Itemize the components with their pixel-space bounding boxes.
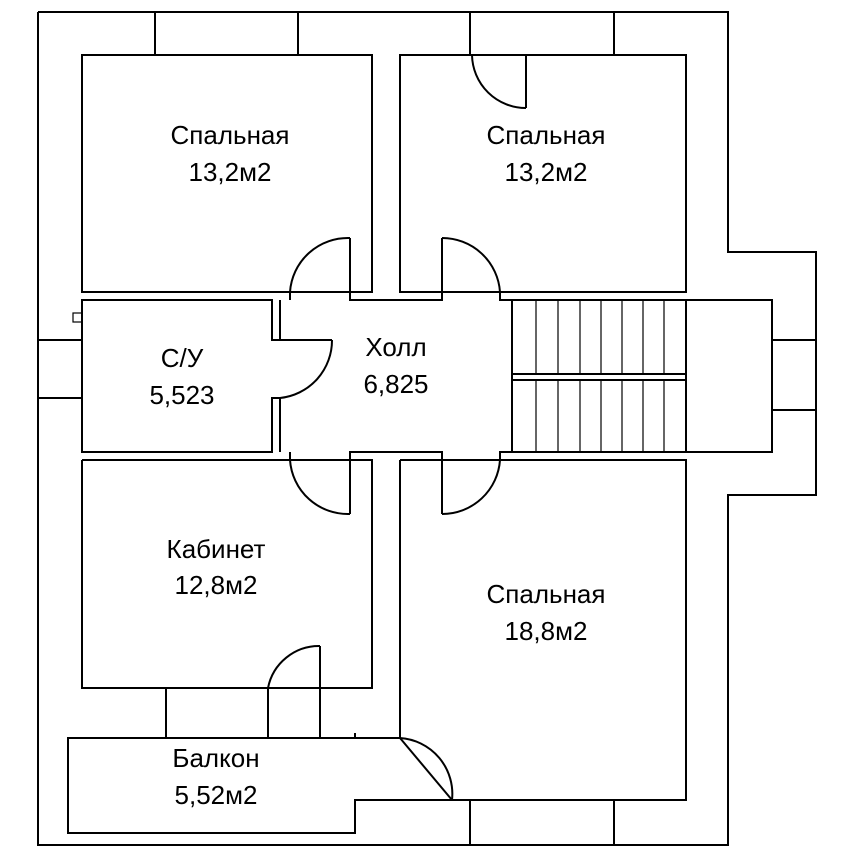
room-balcony-outline [67,737,452,834]
room-area-study: 12,8м2 [175,570,258,600]
window-top-right [469,12,615,55]
door-bedroom-bottom-right[interactable] [441,459,501,516]
door-study[interactable] [289,459,351,516]
room-study-wall [82,459,373,689]
room-name-bedroom-bottom-right: Спальная [487,579,606,609]
room-bedroom-top-left [81,54,373,293]
room-name-hall: Холл [365,332,426,362]
door-balcony-study[interactable] [267,644,321,689]
room-bedroom-top-right [399,54,687,293]
room-name-bathroom: С/У [161,343,204,373]
door-bathroom[interactable] [279,339,334,399]
door-bedroom-top-left[interactable] [289,236,351,293]
room-area-hall: 6,825 [363,369,428,399]
hall-walls [289,292,773,460]
room-name-bedroom-top-right: Спальная [487,120,606,150]
door-balcony-bedroom[interactable] [399,737,454,801]
room-name-study: Кабинет [167,534,266,564]
staircase [511,300,687,452]
room-area-balcony: 5,52м2 [175,780,258,810]
window-right [772,339,816,411]
room-bathroom [81,299,280,453]
room-study [81,460,268,689]
door-bedroom-top-right-hall[interactable] [441,236,501,293]
room-area-bedroom-bottom-right: 18,8м2 [505,616,588,646]
door-bedroom-top-right[interactable] [471,54,527,109]
window-bottom [469,800,615,845]
room-area-bathroom: 5,523 [149,380,214,410]
room-name-balcony: Балкон [172,743,259,773]
room-area-bedroom-top-right: 13,2м2 [505,157,588,187]
room-area-bedroom-top-left: 13,2м2 [189,157,272,187]
room-name-bedroom-top-left: Спальная [171,120,290,150]
window-top-left [154,12,299,55]
outer-wall [37,11,817,846]
window-left [38,339,82,399]
room-bedroom-bottom-right [400,459,687,801]
vent-marker [72,312,83,323]
